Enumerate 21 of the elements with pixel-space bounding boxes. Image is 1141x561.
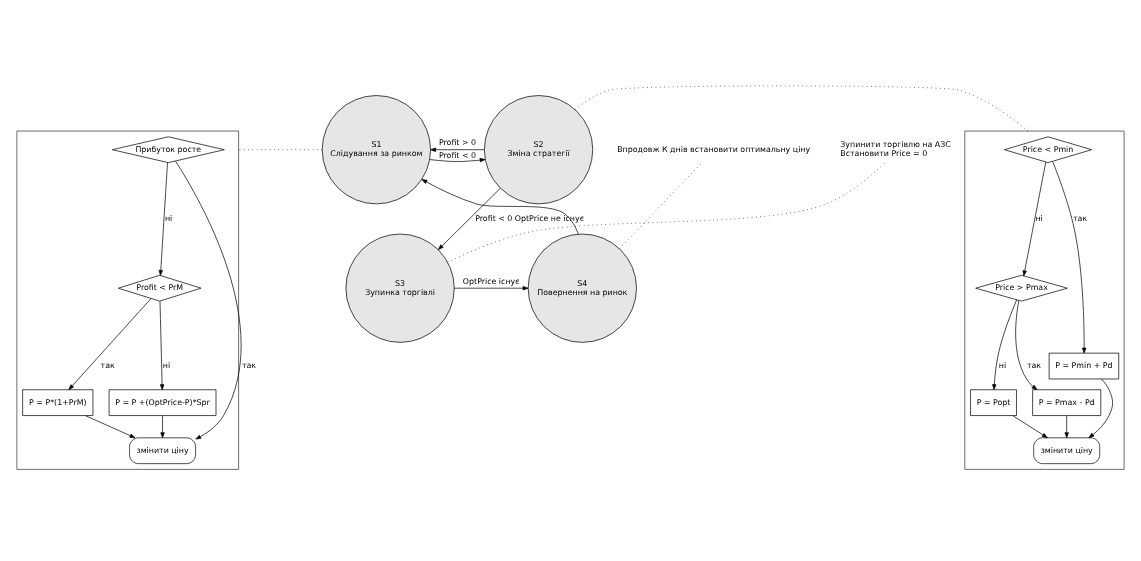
arrow (429, 158, 486, 163)
arrow (1064, 415, 1069, 439)
arrow (1012, 415, 1048, 439)
arrow (421, 179, 579, 235)
connector (447, 162, 886, 263)
arrow (68, 298, 152, 390)
arrow (1052, 161, 1087, 354)
arrow (992, 299, 1018, 390)
arrow (430, 147, 485, 152)
arrow (158, 162, 168, 276)
arrow (160, 415, 165, 439)
cluster (16, 130, 239, 470)
arrow (159, 300, 165, 390)
arrow (438, 187, 501, 250)
arrow (453, 286, 529, 291)
cluster (964, 130, 1125, 470)
arrow (84, 415, 136, 439)
arrow (1015, 300, 1038, 391)
arrow (175, 160, 242, 440)
connector (574, 85, 1029, 132)
arrow (1022, 161, 1047, 277)
